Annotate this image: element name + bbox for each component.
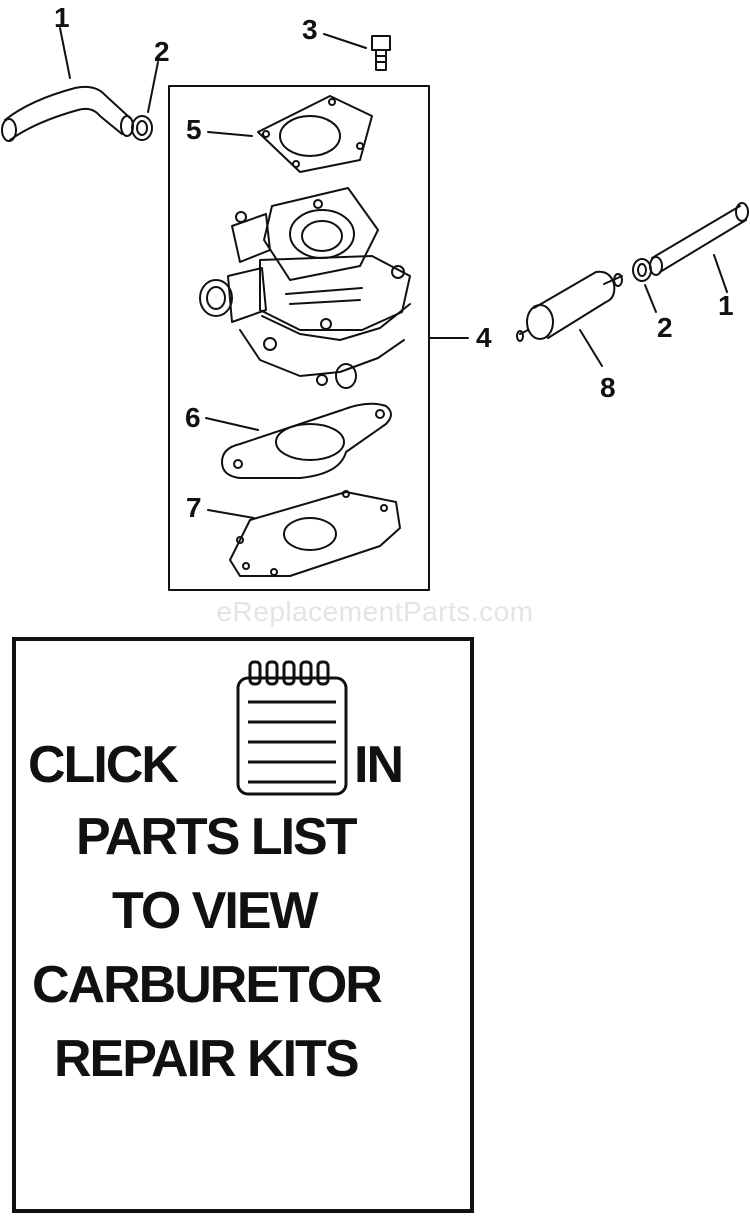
callout-carburetor: 4 (476, 322, 492, 353)
callout-fuel-filter: 8 (600, 372, 616, 403)
callout-clamp-left: 2 (154, 36, 170, 67)
callout-top-gasket: 5 (186, 114, 202, 145)
callout-hose-left: 1 (54, 2, 70, 33)
kit-text-parts-list: PARTS LIST (76, 808, 357, 866)
carburetor-parts-diagram (1, 27, 749, 591)
kit-text-click: CLICK (28, 736, 179, 794)
clamp-left (131, 61, 159, 141)
callout-mid-gasket: 6 (185, 402, 201, 433)
callout-bolt: 3 (302, 14, 318, 45)
clamp-right (632, 258, 657, 313)
bolt (323, 33, 391, 71)
bottom-gasket (207, 490, 401, 577)
kit-text-to-view: TO VIEW (112, 882, 319, 940)
callout-hose-right: 1 (718, 290, 734, 321)
kit-text-in: IN (354, 736, 404, 794)
hose-right (649, 202, 749, 293)
carburetor-body (199, 187, 469, 389)
repair-kit-notice[interactable]: CLICK IN PARTS LIST TO VIEW CARBURETOR R… (12, 637, 474, 1213)
kit-text-carburetor: CARBURETOR (32, 956, 383, 1014)
top-gasket (207, 95, 373, 173)
watermark: eReplacementParts.com (216, 596, 534, 627)
fuel-filter (516, 270, 623, 367)
hose-left (1, 27, 134, 142)
callout-clamp-right: 2 (657, 312, 673, 343)
callout-bottom-gasket: 7 (186, 492, 202, 523)
kit-text-repair-kits: REPAIR KITS (54, 1030, 360, 1088)
mid-gasket (205, 402, 392, 479)
notepad-icon (236, 660, 348, 796)
